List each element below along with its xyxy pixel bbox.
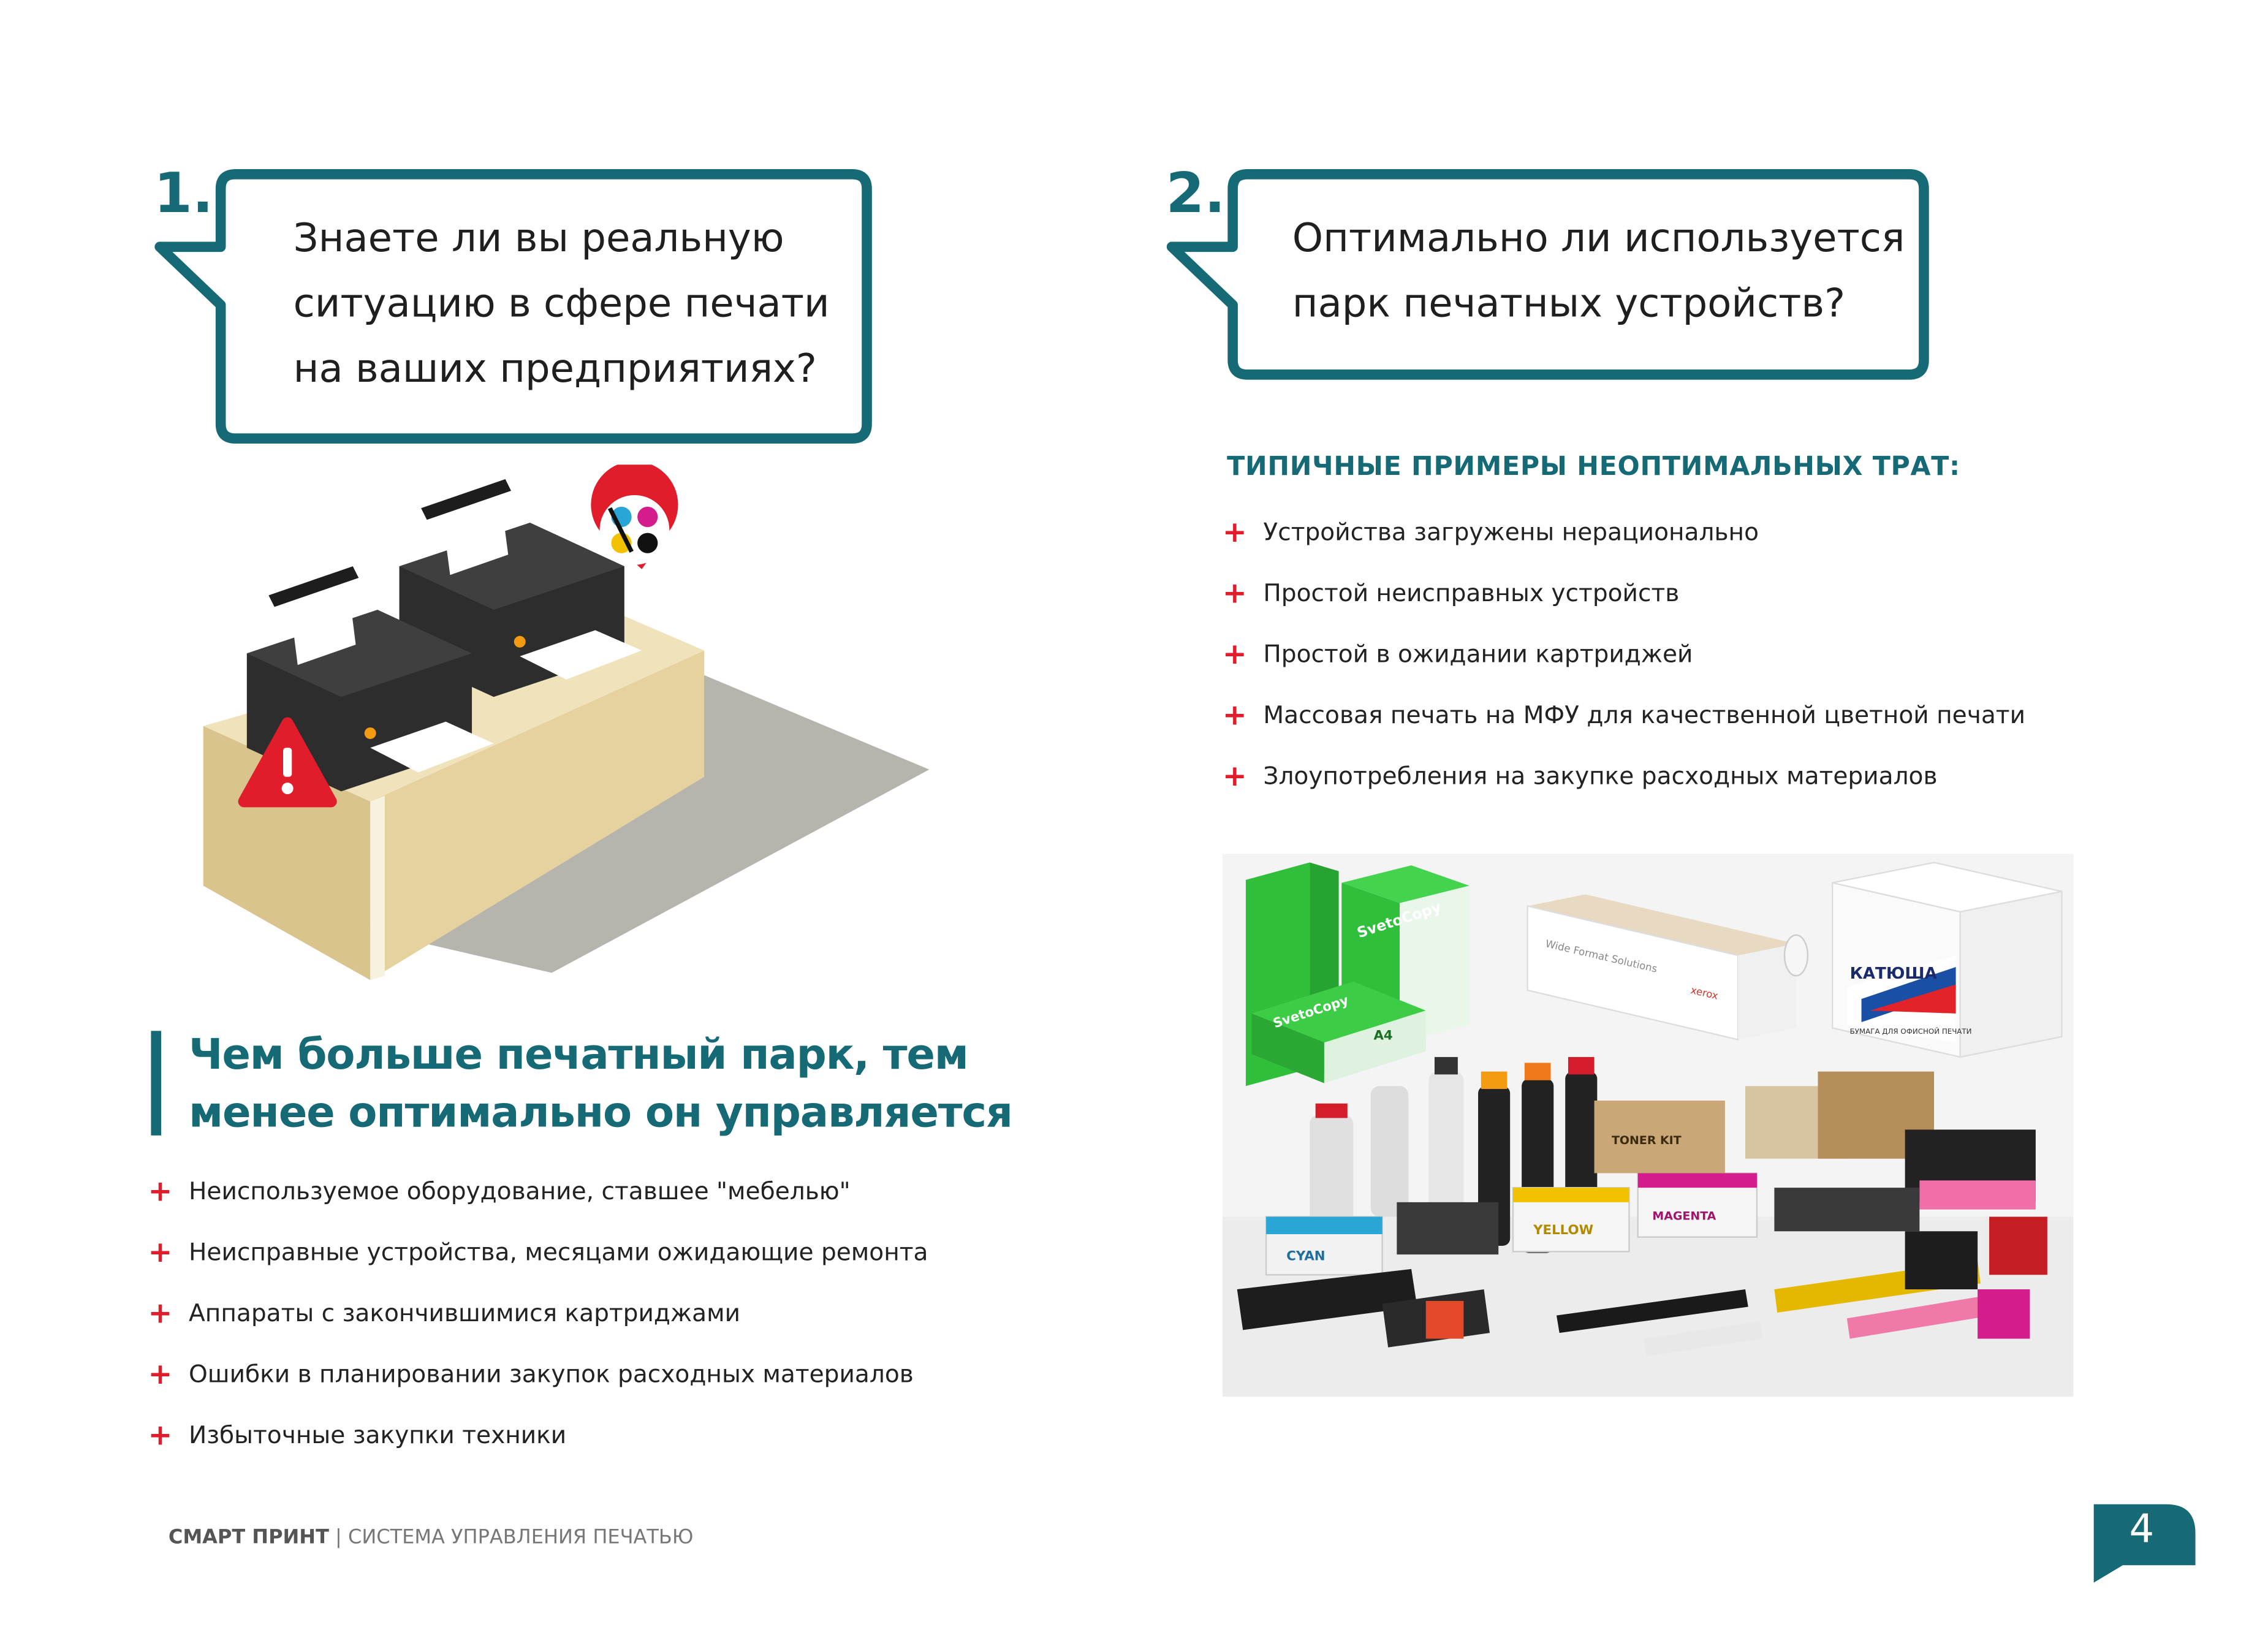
printer-back xyxy=(399,479,642,697)
ink-cartridge-marker-icon xyxy=(591,464,678,569)
list-item: +Неиспользуемое оборудование, ставшее "м… xyxy=(148,1173,851,1208)
plus-icon: + xyxy=(148,1173,173,1208)
label-yellow: YELLOW xyxy=(1533,1223,1593,1238)
paper-box: КАТЮША БУМАГА ДЛЯ ОФИСНОЙ ПЕЧАТИ xyxy=(1831,862,2063,1058)
list-item: +Простой неисправных устройств xyxy=(1223,575,1680,610)
question-2-bubble xyxy=(1166,169,1929,380)
list-item: +Устройства загружены нерационально xyxy=(1223,514,1759,549)
plus-icon: + xyxy=(1223,514,1247,549)
question-1-text: Знаете ли вы реальную ситуацию в сфере п… xyxy=(294,206,830,402)
plus-icon: + xyxy=(1223,575,1247,610)
paper-size-label: A4 xyxy=(1373,1028,1392,1043)
question-2-line-1: Оптимально ли используется xyxy=(1292,216,1905,262)
list-item: +Ошибки в планировании закупок расходных… xyxy=(148,1356,914,1391)
question-2-text: Оптимально ли используется парк печатных… xyxy=(1292,206,1905,336)
wide-format-box: Wide Format Solutions xerox xyxy=(1527,894,1809,1041)
paper-box-desc: БУМАГА ДЛЯ ОФИСНОЙ ПЕЧАТИ xyxy=(1850,1026,1972,1036)
question-2-line-2: парк печатных устройств? xyxy=(1292,281,1846,327)
footer: СМАРТ ПРИНТ | СИСТЕМА УПРАВЛЕНИЯ ПЕЧАТЬЮ xyxy=(169,1526,694,1549)
footer-subtitle: СИСТЕМА УПРАВЛЕНИЯ ПЕЧАТЬЮ xyxy=(348,1526,694,1550)
left-heading: Чем больше печатный парк, тем менее опти… xyxy=(189,1025,1013,1142)
plus-icon: + xyxy=(1223,697,1247,732)
question-2-number: 2. xyxy=(1166,161,1226,226)
plus-icon: + xyxy=(148,1234,173,1269)
page-number: 4 xyxy=(2129,1507,2155,1552)
list-item: +Аппараты с закончившимися картриджами xyxy=(148,1295,741,1330)
right-list: +Устройства загружены нерационально +Про… xyxy=(1223,517,2025,822)
list-item: +Массовая печать на МФУ для качественной… xyxy=(1223,697,2025,732)
question-1-line-1: Знаете ли вы реальную xyxy=(293,216,784,262)
list-item: +Неисправные устройства, месяцами ожидаю… xyxy=(148,1234,928,1269)
question-1-line-2: ситуацию в сфере печати xyxy=(293,281,830,327)
list-item: +Простой в ожидании картриджей xyxy=(1223,635,1693,671)
question-1-number: 1. xyxy=(154,161,214,226)
label-magenta: MAGENTA xyxy=(1652,1209,1716,1223)
footer-brand: СМАРТ ПРИНТ xyxy=(168,1526,329,1550)
list-item: +Злоупотребления на закупке расходных ма… xyxy=(1223,757,1938,793)
left-heading-line-1: Чем больше печатный парк, тем xyxy=(189,1029,969,1079)
paper-box-brand: КАТЮША xyxy=(1850,965,1938,983)
plus-icon: + xyxy=(148,1417,173,1452)
heading-accent-bar xyxy=(151,1031,162,1136)
cartridge-boxes: CYAN YELLOW MAGENTA TONER KIT xyxy=(1265,1071,2036,1276)
footer-separator: | xyxy=(328,1526,349,1550)
floor-shadow xyxy=(363,675,930,973)
plus-icon: + xyxy=(1223,757,1247,793)
toner-cartridges xyxy=(1237,1216,2047,1357)
plus-icon: + xyxy=(148,1295,173,1330)
warning-icon xyxy=(238,717,337,808)
question-1-bubble xyxy=(154,169,872,444)
printers-illustration xyxy=(203,464,930,980)
plus-icon: + xyxy=(148,1356,173,1391)
left-list: +Неиспользуемое оборудование, ставшее "м… xyxy=(148,1176,928,1481)
list-item: +Избыточные закупки техники xyxy=(148,1417,567,1452)
question-1-line-3: на ваших предприятиях? xyxy=(293,347,817,392)
left-heading-line-2: менее оптимально он управляется xyxy=(189,1087,1013,1137)
label-toner: TONER KIT xyxy=(1612,1134,1682,1147)
label-cyan: CYAN xyxy=(1286,1249,1325,1264)
paper-reams: SvetoCopy SvetoCopy A4 xyxy=(1245,862,1470,1086)
page-number-tab xyxy=(2093,1504,2196,1583)
supplies-photo: SvetoCopy SvetoCopy A4 Wide Format Solut… xyxy=(1223,854,2074,1397)
right-subheading: ТИПИЧНЫЕ ПРИМЕРЫ НЕОПТИМАЛЬНЫХ ТРАТ: xyxy=(1227,451,1960,482)
plus-icon: + xyxy=(1223,635,1247,671)
